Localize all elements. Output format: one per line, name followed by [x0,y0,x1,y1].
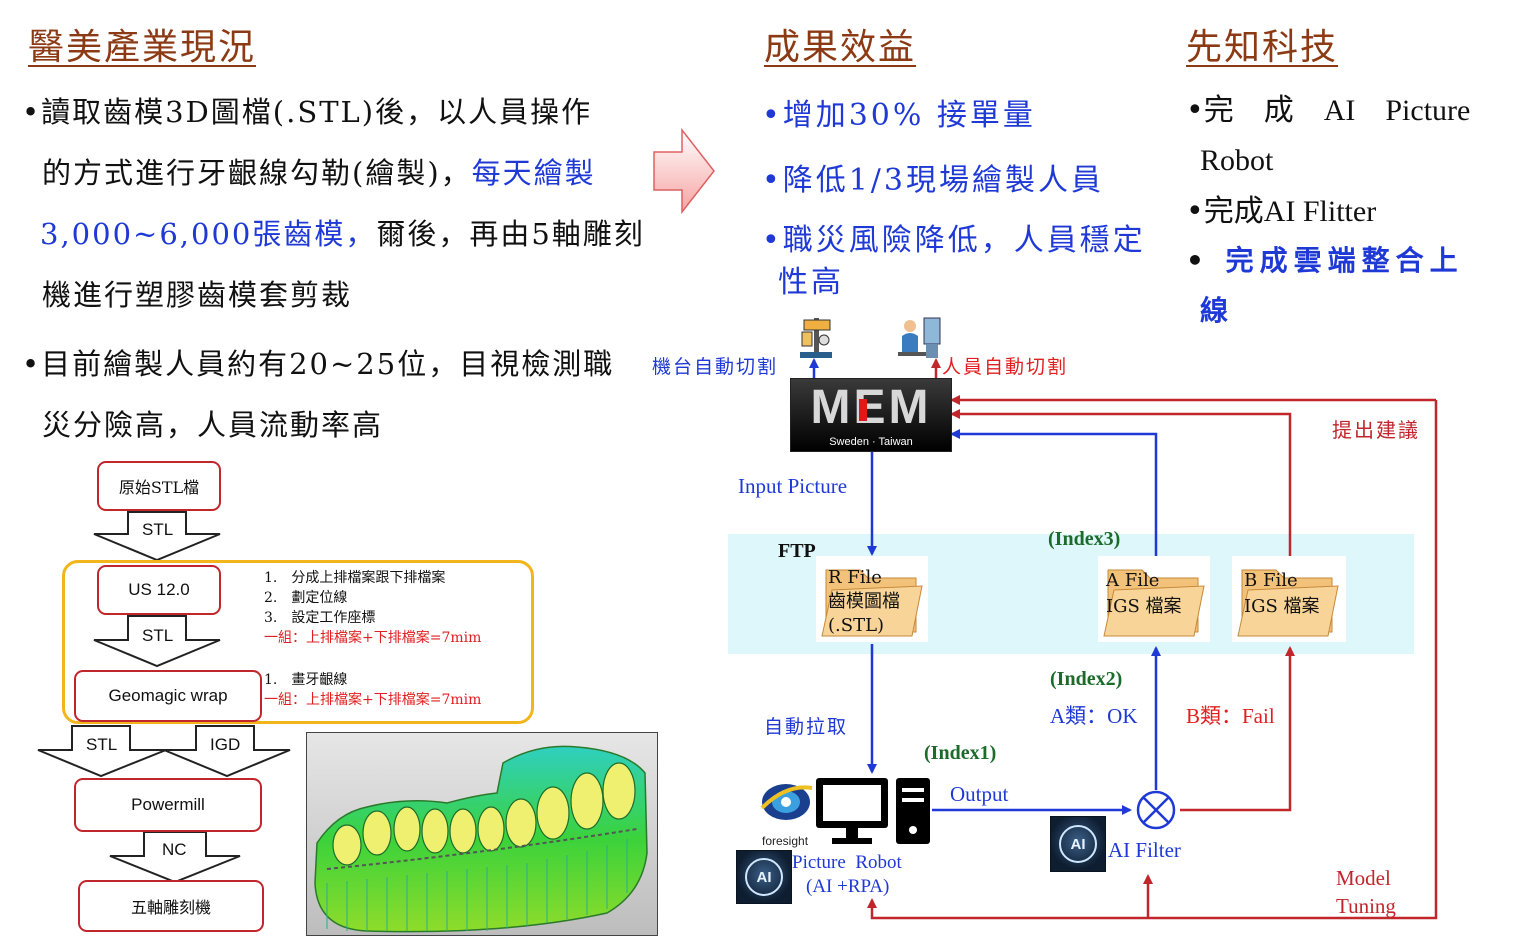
flow-box-geomagic: Geomagic wrap [74,670,262,722]
arrow-label-nc: NC [162,840,187,859]
flow-box-us: US 12.0 [97,565,221,615]
foresight-label: foresight [762,834,809,848]
auto-fetch-label: 自動拉取 [764,716,849,738]
index2-label: (Index2) [1050,668,1123,690]
arrow-label-stl: STL [142,626,174,645]
folder-label: A File [1106,570,1160,591]
input-picture-label: Input Picture [738,474,848,498]
a-file-folder[interactable]: A File IGS 檔案 [1098,556,1210,642]
index1-label: (Index1) [924,742,997,764]
mem-logo: MEM Sweden · Taiwan [790,378,952,452]
flow-box-machine: 五軸雕刻機 [78,880,264,932]
arrow-label-igd: IGD [210,735,241,754]
heading-company: 先知科技 [1186,27,1339,68]
arrow-label-stl: STL [142,520,174,539]
worker-at-computer-icon [898,317,941,358]
machine-cut-label: 機台自動切割 [652,356,779,378]
text-line: 的方式進行牙齦線勾勒(繪製)， [42,156,472,190]
highlight-text: 3,000~6,000張齒模， [40,217,377,251]
industry-paragraph-1: •讀取齒模3D圖檔(.STL)後，以人員操作 的方式進行牙齦線勾勒(繪製)，每天… [22,82,645,326]
company-item-1: •完 成 AI Picture Robot [1186,93,1471,177]
output-label: Output [950,782,1009,806]
flow-box-original-stl: 原始STL檔 [97,461,221,511]
folder-icon [1103,569,1205,637]
geomagic-steps: 1. 畫牙齦線 一組：上排檔案+下排檔案=7mim [264,672,482,708]
bullet-icon: • [22,95,42,129]
picture-robot-label: Picture Robot [792,852,902,873]
ftp-label: FTP [778,540,816,562]
company-item-2: •完成AI Flitter [1186,194,1377,229]
result-item-1: •增加30% 接單量 [762,98,1036,133]
ai-badge-icon: AI [736,850,792,904]
highlight-text: 每天繪製 [471,156,596,190]
result-item-2: •降低1/3現場繪製人員 [762,163,1104,198]
flow-box-powermill: Powermill [74,778,262,832]
folder-label: IGS 檔案 [1244,596,1320,617]
ai-filter-label: AI Filter [1108,838,1181,862]
result-item-3: •職災風險降低，人員穩定 性高 [762,223,1146,300]
folder-label: IGS 檔案 [1106,596,1182,617]
folder-label: B File [1244,570,1298,591]
folder-label: 齒模圖檔 [828,591,900,612]
process-group-box [62,560,534,724]
company-item-3: • 完成雲端整合上 線 [1186,244,1464,327]
folder-label: R File [828,567,882,588]
bullet-icon: • [22,347,42,381]
text-line: 讀取齒模3D圖檔(.STL)後，以人員操作 [41,95,593,129]
ai-rpa-label: (AI +RPA) [806,876,890,897]
text-line: 爾後，再由5軸雕刻 [376,217,645,251]
r-file-folder[interactable]: R File 齒模圖檔 (.STL) [816,556,928,642]
text-line: 機進行塑膠齒模套剪裁 [42,278,353,312]
heading-industry: 醫美產業現況 [28,27,257,68]
dental-model-image [306,732,658,936]
foresight-logo-icon [760,784,813,820]
folder-icon [1237,569,1339,637]
human-cut-label: 人員自動切割 [942,356,1069,378]
model-tuning-label: Model Tuning [1336,866,1396,918]
text-line: 災分險高，人員流動率高 [42,408,384,442]
machine-cutting-icon [800,318,832,358]
industry-paragraph-2: •目前繪製人員約有20~25位，目視檢測職 災分險高，人員流動率高 [22,334,614,456]
index3-label: (Index3) [1048,528,1121,550]
us-steps: 1. 分成上排檔案跟下排檔案 2. 劃定位線 3. 設定工作座標 一組：上排檔案… [264,570,482,646]
text-line: 目前繪製人員約有20~25位，目視檢測職 [41,347,615,381]
ai-badge-icon: AI [1050,816,1106,872]
heading-results: 成果效益 [764,27,917,68]
right-arrow-icon [653,128,715,214]
b-fail-label: B類：Fail [1186,704,1275,728]
suggest-label: 提出建議 [1332,418,1420,442]
a-ok-label: A類：OK [1050,704,1138,728]
folder-label: (.STL) [828,615,885,636]
flowchart-arrows [37,511,291,884]
filter-node-icon [1136,790,1176,830]
b-file-folder[interactable]: B File IGS 檔案 [1232,556,1346,642]
arrow-label-stl: STL [86,735,118,754]
computer-icon [816,778,930,844]
folder-icon [821,569,923,637]
